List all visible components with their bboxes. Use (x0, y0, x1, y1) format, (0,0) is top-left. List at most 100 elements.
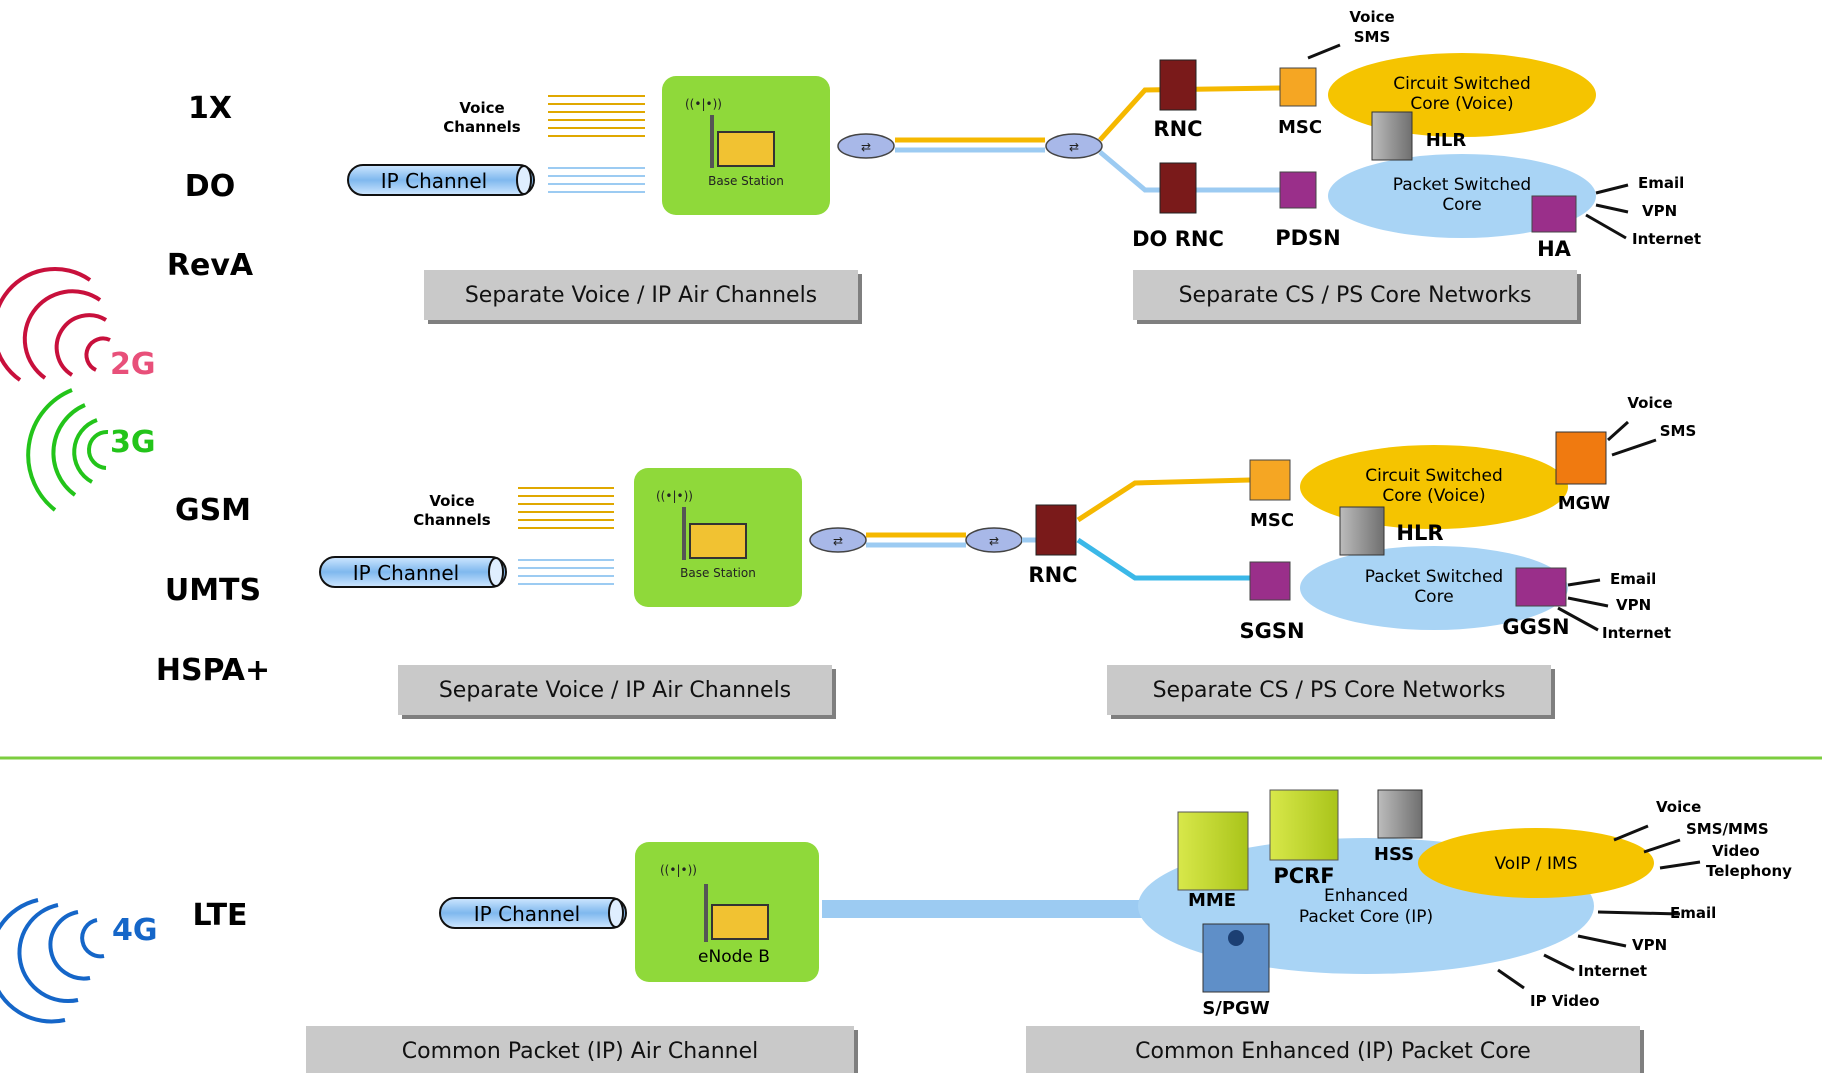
generation-3g-label: 3G (110, 425, 156, 460)
rnc-label: RNC (1153, 117, 1202, 141)
ip-channel-tube: IP Channel (319, 556, 507, 588)
ggsn-icon (1515, 567, 1567, 607)
pdsn-icon (1279, 171, 1317, 209)
generation-4g-label: 4G (112, 913, 158, 948)
do-rnc-icon (1159, 162, 1197, 214)
voice-link (1098, 85, 1281, 142)
router-icon: ⇄ (965, 527, 1023, 553)
pcrf-label: PCRF (1273, 864, 1334, 888)
enodeb-box: ((•|•)) eNode B (635, 842, 819, 982)
service-email: Email (1610, 570, 1656, 588)
air-caption-box (398, 665, 832, 715)
router-icon: ⇄ (809, 527, 867, 553)
cs-core-label: Circuit Switched (1393, 74, 1531, 94)
router-icon: ⇄ (837, 133, 895, 159)
mme-label: MME (1188, 890, 1236, 911)
core-caption: Separate CS / PS Core Networks (1179, 283, 1532, 308)
hss-label: HSS (1374, 844, 1414, 865)
ps-core-oval (1328, 154, 1596, 238)
svg-text:⇄: ⇄ (989, 534, 999, 548)
generation-2g-label: 2G (110, 347, 156, 382)
signal-3g-icon (26, 388, 109, 512)
ps-core-oval (1300, 546, 1568, 630)
epc-label: Enhanced (1324, 886, 1408, 906)
row-cdma: Voice Channels IP Channel ((•|•)) Base S… (347, 8, 1701, 324)
service-internet: Internet (1632, 230, 1701, 248)
msc-icon (1279, 67, 1317, 107)
ggsn-label: GGSN (1502, 615, 1569, 639)
spgw-label: S/PGW (1202, 998, 1270, 1019)
ip-channel-lines (518, 559, 614, 585)
hlr-label: HLR (1426, 130, 1467, 151)
service-sms-mms: SMS/MMS (1686, 820, 1769, 838)
air-caption: Separate Voice / IP Air Channels (465, 283, 817, 308)
cs-core-label-2: Core (Voice) (1382, 486, 1485, 506)
ims-oval (1418, 828, 1654, 898)
service-vpn: VPN (1616, 596, 1651, 614)
do-rnc-label: DO RNC (1132, 227, 1224, 251)
base-station-label: Base Station (708, 174, 784, 188)
ip-channel-label: IP Channel (353, 561, 459, 585)
tech-umts-label: UMTS (165, 573, 261, 608)
core-caption-box (1107, 665, 1551, 715)
packet-link (1076, 537, 1250, 581)
ps-core-label-2: Core (1442, 195, 1481, 215)
voice-channel-lines (548, 95, 645, 137)
ps-core-label-2: Core (1414, 587, 1453, 607)
cs-core-label-2: Core (Voice) (1410, 94, 1513, 114)
cs-core-label: Circuit Switched (1365, 466, 1503, 486)
msc-label: MSC (1278, 117, 1322, 138)
svg-text:⇄: ⇄ (833, 534, 843, 548)
svg-text:⇄: ⇄ (1069, 140, 1079, 154)
enodeb-label: eNode B (698, 947, 770, 967)
service-internet: Internet (1578, 962, 1647, 980)
mgw-icon (1555, 431, 1607, 485)
ip-channel-tube: IP Channel (347, 164, 535, 196)
service-sms: SMS (1354, 28, 1391, 46)
hss-icon (1377, 789, 1423, 839)
hlr-icon (1339, 506, 1385, 556)
svg-text:((•|•)): ((•|•)) (685, 97, 722, 111)
service-vpn: VPN (1642, 202, 1677, 220)
core-caption: Separate CS / PS Core Networks (1153, 678, 1506, 703)
row-gsm: Voice Channels IP Channel ((•|•)) Base S… (319, 394, 1697, 719)
ip-channel-label: IP Channel (474, 902, 580, 926)
service-ip-video: IP Video (1530, 992, 1600, 1010)
rnc-icon (1035, 504, 1077, 556)
pcrf-icon (1269, 789, 1339, 861)
voice-channel-lines (518, 487, 614, 529)
air-caption-box (424, 270, 858, 320)
service-video: Video (1712, 842, 1760, 860)
enodeb-icon (711, 904, 769, 940)
ip-channel-tube: IP Channel (439, 897, 627, 929)
service-sms: SMS (1660, 422, 1697, 440)
pdsn-label: PDSN (1275, 226, 1341, 250)
air-caption: Separate Voice / IP Air Channels (439, 678, 791, 703)
hlr-icon (1371, 111, 1413, 161)
signal-4g-icon (0, 898, 105, 1024)
service-voice: Voice (1349, 8, 1394, 26)
service-email: Email (1638, 174, 1684, 192)
tech-lte-label: LTE (192, 898, 247, 933)
tech-hspa-label: HSPA+ (156, 653, 270, 688)
sgsn-icon (1249, 561, 1291, 601)
mgw-label: MGW (1558, 493, 1611, 514)
signal-2g-icon (0, 266, 111, 382)
voice-channels-label: Voice (459, 99, 504, 117)
row-lte: IP Channel ((•|•)) eNode B Enhanced Pack… (306, 789, 1792, 1073)
voice-channels-label-2: Channels (413, 511, 490, 529)
ha-label: HA (1537, 237, 1572, 261)
service-email: Email (1670, 904, 1716, 922)
service-voice: Voice (1656, 798, 1701, 816)
svg-text:((•|•)): ((•|•)) (656, 489, 693, 503)
router-icon: ⇄ (1045, 133, 1103, 159)
voice-link (1076, 477, 1251, 523)
ha-icon (1531, 195, 1577, 233)
service-vpn: VPN (1632, 936, 1667, 954)
svg-text:⇄: ⇄ (861, 140, 871, 154)
msc-label: MSC (1250, 510, 1294, 531)
tech-1x-label: 1X (188, 91, 232, 126)
mme-icon (1177, 811, 1249, 891)
service-telephony: Telephony (1706, 862, 1792, 880)
